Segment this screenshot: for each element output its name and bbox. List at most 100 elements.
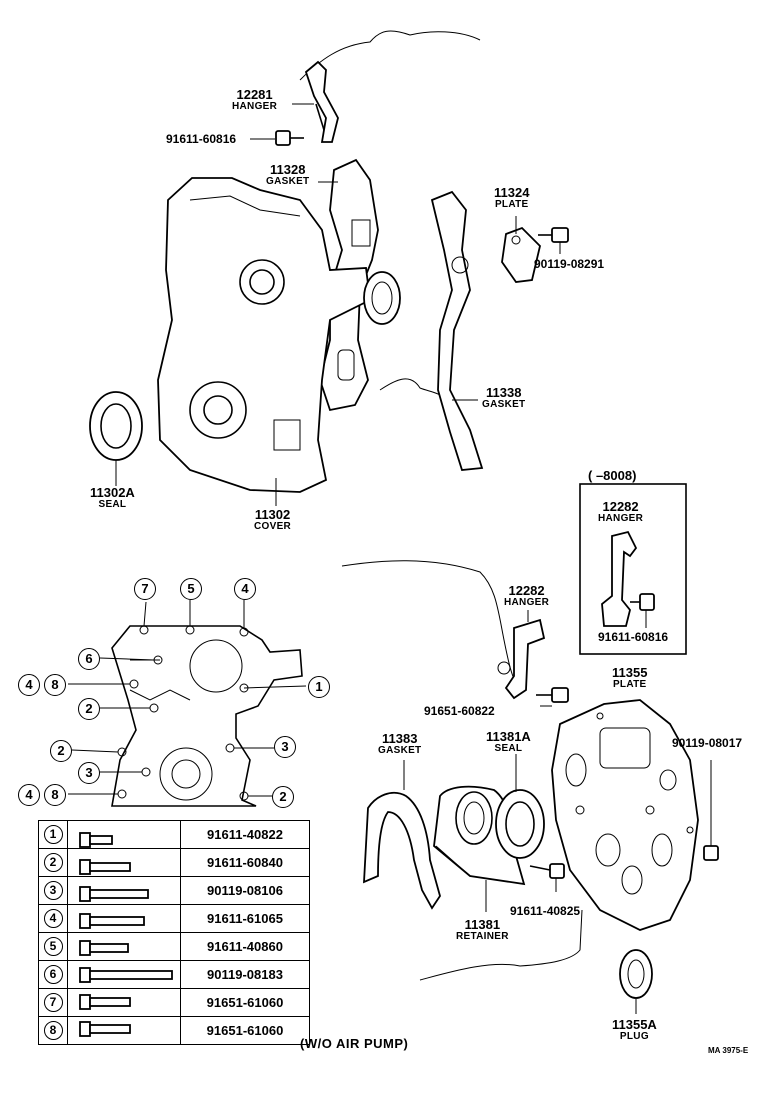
part-name: GASKET xyxy=(482,398,526,410)
part-number: 11355 xyxy=(612,665,648,680)
legend-number: 2 xyxy=(43,853,63,872)
bolt-position-marker: 3 xyxy=(274,736,296,758)
plate-11324-hole xyxy=(511,235,521,245)
legend-row: 6 90119-08183 xyxy=(38,960,310,989)
callout-inset-hanger-12282: 12282 HANGER xyxy=(598,500,643,524)
bolt-position-marker: 2 xyxy=(50,740,72,762)
callout-hanger-12282: 12282 HANGER xyxy=(504,584,549,608)
legend-part-number: 90119-08183 xyxy=(180,960,310,989)
callout-bolt-91651-60822: 91651-60822 xyxy=(424,704,495,718)
part-number: 11302 xyxy=(254,507,291,522)
callout-seal-11302a: 11302A SEAL xyxy=(90,486,135,510)
part-number: 11328 xyxy=(270,162,306,177)
callout-gasket-11328: 11328 GASKET xyxy=(266,163,309,187)
legend-part-number: 91611-61065 xyxy=(180,904,310,933)
drawing-code: MA 3975-E xyxy=(708,1046,749,1055)
part-name: COVER xyxy=(254,520,292,532)
part-number: 12282 xyxy=(602,499,639,514)
bolt-icon xyxy=(67,988,181,1017)
part-number: 11302A xyxy=(90,485,135,500)
bolt-90119-08017-drawing xyxy=(703,760,719,861)
part-name: SEAL xyxy=(494,742,523,754)
part-number: 11381 xyxy=(464,917,501,932)
bolt-position-marker: 1 xyxy=(308,676,330,698)
engine-outline-mid xyxy=(379,378,446,401)
legend-row: 2 91611-60840 xyxy=(38,848,310,877)
callout-plate-11324: 11324 PLATE xyxy=(494,186,529,210)
bolt-position-marker: 6 xyxy=(78,648,100,670)
engine-outline-lower xyxy=(341,560,521,691)
callout-bolt-91611-60816: 91611-60816 xyxy=(166,132,237,146)
bolt-position-marker: 2 xyxy=(78,698,100,720)
bolt-position-marker: 3 xyxy=(78,762,100,784)
part-number: 12282 xyxy=(508,583,545,598)
hanger-12281-drawing xyxy=(304,60,339,143)
part-number: 11355A xyxy=(612,1017,657,1032)
bolt-icon xyxy=(67,960,181,989)
legend-number: 5 xyxy=(43,937,63,956)
bolt-top-drawing xyxy=(250,130,304,146)
legend-number: 8 xyxy=(43,1021,63,1040)
legend-row: 5 91611-40860 xyxy=(38,932,310,961)
callout-plug-11355a: 11355A PLUG xyxy=(612,1018,657,1042)
legend-row: 7 91651-61060 xyxy=(38,988,310,1017)
hanger-12282-drawing xyxy=(497,610,546,700)
engine-outline-top xyxy=(299,30,481,81)
legend-row: 8 91651-61060 xyxy=(38,1016,310,1045)
part-name: SEAL xyxy=(98,498,127,510)
callout-bolt-90119-08291: 90119-08291 xyxy=(534,257,605,271)
gasket-11328-window xyxy=(351,219,371,247)
part-number: 11383 xyxy=(382,731,418,746)
bolt-position-marker: 8 xyxy=(44,784,66,806)
plug-11355a-drawing xyxy=(619,949,653,1014)
bolt-position-marker: 7 xyxy=(134,578,156,600)
gasket-11338-drawing xyxy=(430,190,484,471)
part-number: 11338 xyxy=(486,385,522,400)
seal-11302a-drawing xyxy=(89,391,143,486)
bolt-icon xyxy=(67,904,181,933)
part-number: 11381A xyxy=(486,729,531,744)
callout-seal-11381a: 11381A SEAL xyxy=(486,730,531,754)
part-name: GASKET xyxy=(378,744,422,756)
plate-11324-drawing xyxy=(501,226,541,283)
gasket-11328-slot xyxy=(337,349,355,381)
seal-11381a-drawing xyxy=(495,754,545,859)
legend-part-number: 90119-08106 xyxy=(180,876,310,905)
part-name: HANGER xyxy=(504,596,550,608)
part-name: GASKET xyxy=(266,175,310,187)
bolt-91651-60822-drawing xyxy=(536,687,569,707)
legend-number: 6 xyxy=(43,965,63,984)
inset-hanger-drawing xyxy=(601,530,655,628)
bolt-position-marker: 4 xyxy=(234,578,256,600)
bolt-icon xyxy=(67,1016,181,1045)
part-name: PLUG xyxy=(619,1030,649,1042)
legend-row: 1 91611-40822 xyxy=(38,820,310,849)
part-number: 12281 xyxy=(236,87,273,102)
bolt-position-marker: 4 xyxy=(18,784,40,806)
part-name: HANGER xyxy=(232,100,278,112)
legend-number: 4 xyxy=(43,909,63,928)
callout-bolt-91611-40825: 91611-40825 xyxy=(510,904,581,918)
bolt-91611-40825-drawing xyxy=(529,863,565,892)
legend-part-number: 91611-40822 xyxy=(180,820,310,849)
callout-gasket-11338: 11338 GASKET xyxy=(482,386,525,410)
part-name: RETAINER xyxy=(456,930,509,942)
inset-range-label: ( –8008) xyxy=(588,468,637,483)
part-number: 11324 xyxy=(494,185,530,200)
legend-number: 7 xyxy=(43,993,63,1012)
part-name: HANGER xyxy=(598,512,644,524)
end-plate-11355-drawing xyxy=(551,699,699,931)
bolt-icon xyxy=(67,848,181,877)
bolt-icon xyxy=(67,820,181,849)
bolt-position-marker: 5 xyxy=(180,578,202,600)
legend-row: 3 90119-08106 xyxy=(38,876,310,905)
bolt-position-marker: 8 xyxy=(44,674,66,696)
callout-gasket-11383: 11383 GASKET xyxy=(378,732,421,756)
bolt-icon xyxy=(67,876,181,905)
callout-retainer-11381: 11381 RETAINER xyxy=(456,918,509,942)
bolt-position-marker: 2 xyxy=(272,786,294,808)
inset-box xyxy=(579,483,687,655)
part-name: PLATE xyxy=(612,678,647,690)
gasket-11338-hole xyxy=(451,256,469,274)
gasket-11383-drawing xyxy=(363,791,441,910)
